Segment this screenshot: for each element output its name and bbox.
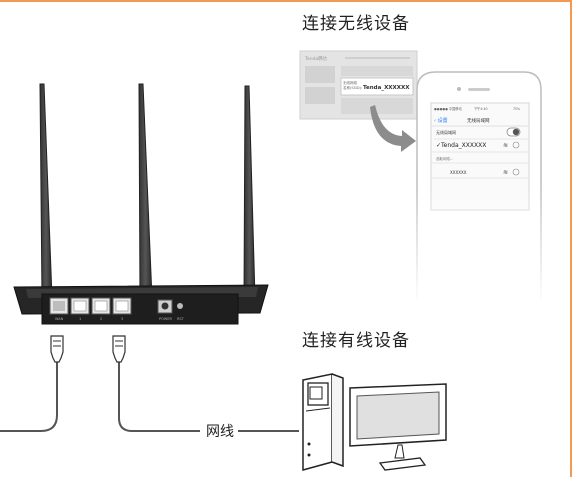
phone-back-button[interactable]: ‹ 设置: [434, 117, 448, 124]
svg-text:WAN: WAN: [55, 317, 64, 321]
transfer-arrow: [370, 105, 416, 152]
smartphone: ●●●●● 中国移动 下午4:40 75% ‹ 设置 无线局域网 无线局域网 ✓…: [412, 71, 547, 305]
desktop-monitor: [349, 383, 447, 471]
router-port-labels: WAN 1 2 3 POWER RST: [55, 317, 185, 321]
ethernet-cable-label: 网线: [203, 421, 237, 441]
wifi-icon: ≋: [503, 142, 508, 149]
desktop-tower: [302, 373, 344, 471]
router: WAN 1 2 3 POWER RST: [13, 83, 269, 325]
svg-text:●●●●● 中国移动: ●●●●● 中国移动: [434, 106, 462, 111]
wlan-toggle[interactable]: [506, 127, 521, 137]
svg-text:下午4:40: 下午4:40: [474, 106, 488, 111]
svg-text:无线网络: 无线网络: [343, 80, 357, 85]
connected-network-row[interactable]: ✓Tenda_XXXXXX: [436, 142, 486, 149]
other-network-row[interactable]: XXXXXX: [450, 170, 467, 175]
ethernet-cables: [0, 362, 299, 432]
svg-text:POWER: POWER: [159, 317, 173, 321]
svg-text:名称(SSID):: 名称(SSID):: [343, 85, 362, 90]
svg-text:2: 2: [100, 317, 102, 321]
info-icon[interactable]: [512, 141, 520, 149]
svg-text:75%: 75%: [513, 107, 520, 111]
phone-camera: [457, 87, 461, 91]
router-ports: [49, 297, 183, 315]
svg-text:3: 3: [121, 317, 123, 321]
svg-text:无线局域网: 无线局域网: [467, 117, 490, 124]
wifi-info-card: Tenda腾达 无线网络 名称(SSID): Tenda_XXXXXX: [299, 50, 418, 120]
wired-devices-heading: 连接有线设备: [302, 331, 410, 351]
svg-text:1: 1: [79, 317, 81, 321]
svg-text:Tenda腾达: Tenda腾达: [304, 55, 328, 62]
svg-text:Tenda_XXXXXX: Tenda_XXXXXX: [363, 85, 410, 91]
svg-text:选取网络...: 选取网络...: [436, 156, 453, 161]
rj45-plug-right: [112, 335, 126, 363]
wireless-devices-heading: 连接无线设备: [302, 14, 410, 34]
info-icon[interactable]: [512, 168, 520, 176]
rj45-plug-left: [50, 335, 64, 363]
svg-text:无线局域网: 无线局域网: [436, 129, 456, 135]
phone-speaker: [468, 88, 490, 91]
wifi-icon: ≋: [503, 169, 508, 176]
svg-text:RST: RST: [177, 317, 185, 321]
